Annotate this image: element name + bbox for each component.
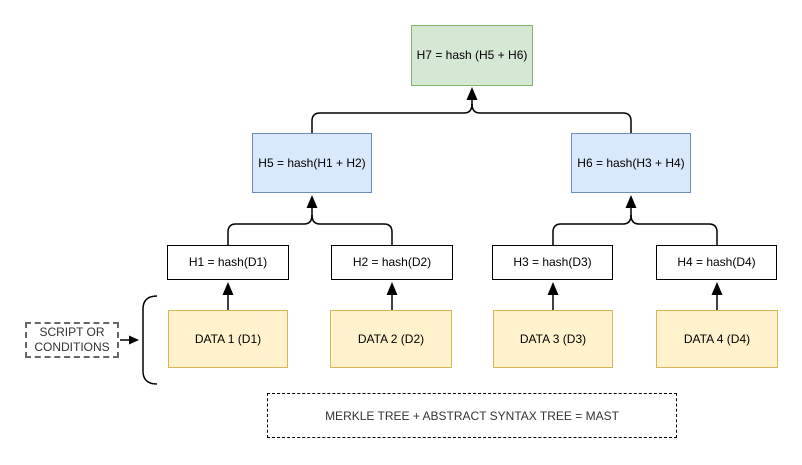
arrowhead-to-h7 bbox=[466, 87, 478, 100]
node-label: H4 = hash(D4) bbox=[677, 255, 756, 270]
script-arrow bbox=[120, 335, 139, 345]
arrow-d2-to-h2 bbox=[386, 282, 398, 310]
script-box-line1: SCRIPT OR bbox=[39, 325, 105, 339]
arrow-d4-to-h4 bbox=[711, 282, 723, 310]
leaf-hash-node-h3: H3 = hash(D3) bbox=[492, 245, 613, 280]
arrow-d3-to-h3 bbox=[547, 282, 559, 310]
node-label: DATA 1 (D1) bbox=[194, 331, 262, 346]
script-conditions-box: SCRIPT OR CONDITIONS bbox=[25, 322, 119, 358]
connector-h3-h4-to-h6 bbox=[552, 195, 718, 245]
data-block-d4: DATA 4 (D4) bbox=[656, 310, 778, 368]
hash-node-h6: H6 = hash(H3 + H4) bbox=[571, 133, 691, 193]
node-label: DATA 3 (D3) bbox=[519, 331, 587, 346]
node-label: DATA 2 (D2) bbox=[357, 331, 425, 346]
hash-node-h5: H5 = hash(H1 + H2) bbox=[252, 133, 372, 193]
node-label: H1 = hash(D1) bbox=[188, 255, 268, 270]
node-label: H7 = hash (H5 + H6) bbox=[416, 48, 528, 63]
node-label: H6 = hash(H3 + H4) bbox=[577, 155, 685, 170]
leaf-hash-node-h1: H1 = hash(D1) bbox=[167, 245, 289, 280]
bracket-icon bbox=[142, 295, 158, 385]
connector-h5-h6-to-h7 bbox=[311, 87, 632, 133]
connector-h1-h2-to-h5 bbox=[227, 195, 393, 245]
node-label: H2 = hash(D2) bbox=[352, 255, 432, 270]
data-block-d3: DATA 3 (D3) bbox=[493, 310, 613, 368]
data-block-d2: DATA 2 (D2) bbox=[330, 310, 452, 368]
leaf-hash-node-h4: H4 = hash(D4) bbox=[656, 245, 777, 280]
arrowhead-to-h6 bbox=[625, 195, 637, 208]
mast-caption-box: MERKLE TREE + ABSTRACT SYNTAX TREE = MAS… bbox=[267, 393, 677, 438]
node-label: H5 = hash(H1 + H2) bbox=[258, 155, 366, 170]
node-label: H3 = hash(D3) bbox=[513, 255, 592, 270]
node-label: DATA 4 (D4) bbox=[683, 331, 751, 346]
data-block-d1: DATA 1 (D1) bbox=[168, 310, 288, 368]
arrow-d1-to-h1 bbox=[222, 282, 234, 310]
merkle-root-node-h7: H7 = hash (H5 + H6) bbox=[411, 25, 533, 86]
mast-caption-text: MERKLE TREE + ABSTRACT SYNTAX TREE = MAS… bbox=[325, 408, 619, 423]
leaf-hash-node-h2: H2 = hash(D2) bbox=[331, 245, 453, 280]
arrowhead-to-h5 bbox=[306, 195, 318, 208]
script-box-line2: CONDITIONS bbox=[34, 340, 110, 354]
